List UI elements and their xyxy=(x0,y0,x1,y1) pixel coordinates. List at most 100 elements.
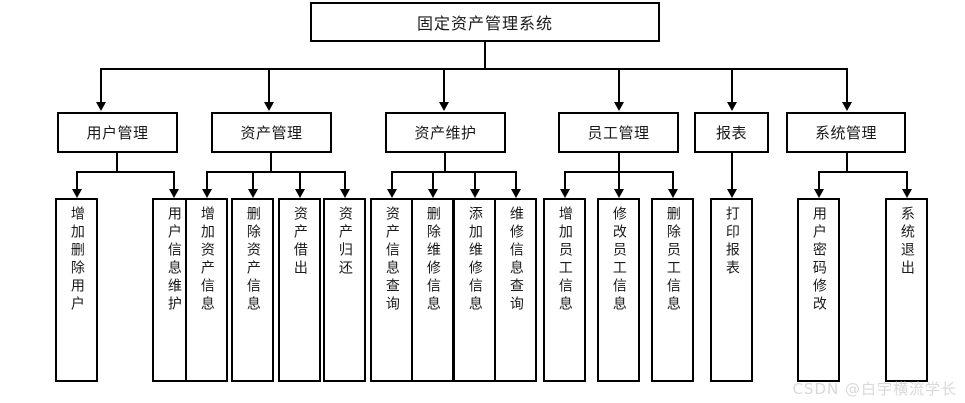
connector-maintain-child3 xyxy=(474,171,476,191)
connector-asset-child1 xyxy=(206,171,208,191)
connector-maintain-bus xyxy=(391,171,517,173)
connector-user-bus xyxy=(76,171,175,173)
leaf-modify-employee-info-label: 修改员工信息 xyxy=(610,206,627,314)
leaf-asset-info-query[interactable]: 资产信息查询 xyxy=(370,198,413,382)
connector-user-stem xyxy=(116,153,118,173)
arrow-report-child1 xyxy=(727,189,737,198)
leaf-add-repair-info-label: 添加维修信息 xyxy=(466,206,483,314)
leaf-repair-info-query-label: 维修信息查询 xyxy=(507,206,524,314)
leaf-delete-asset-info[interactable]: 删除资产信息 xyxy=(231,198,274,382)
arrow-system-child1 xyxy=(814,189,824,198)
node-employee-management-label: 员工管理 xyxy=(587,124,650,142)
leaf-print-report-label: 打印报表 xyxy=(723,206,740,278)
arrow-asset-child1 xyxy=(202,189,212,198)
leaf-modify-employee-info[interactable]: 修改员工信息 xyxy=(597,198,640,382)
arrow-employee-child1 xyxy=(560,189,570,198)
connector-root-to-user xyxy=(100,68,102,104)
connector-maintain-child1 xyxy=(391,171,393,191)
connector-root-to-report xyxy=(731,68,733,104)
connector-maintain-child2 xyxy=(432,171,434,191)
connector-root-to-system xyxy=(846,68,848,104)
arrow-employee-child2 xyxy=(614,189,624,198)
connector-root-to-asset xyxy=(268,68,270,104)
arrow-asset-child3 xyxy=(295,189,305,198)
connector-asset-stem xyxy=(270,153,272,173)
leaf-asset-lend[interactable]: 资产借出 xyxy=(278,198,321,382)
leaf-delete-employee-info[interactable]: 删除员工信息 xyxy=(651,198,694,382)
node-asset-maintenance-label: 资产维护 xyxy=(414,124,477,142)
connector-root-to-maintain xyxy=(443,68,445,104)
arrow-maintain-child4 xyxy=(511,189,521,198)
arrow-root-to-user xyxy=(96,102,106,111)
leaf-asset-info-query-label: 资产信息查询 xyxy=(383,206,400,314)
connector-system-child1 xyxy=(818,171,820,191)
leaf-add-asset-info[interactable]: 增加资产信息 xyxy=(185,198,228,382)
leaf-add-delete-user-label: 增加删除用户 xyxy=(68,206,85,314)
leaf-add-delete-user[interactable]: 增加删除用户 xyxy=(55,198,98,382)
connector-root-to-employee xyxy=(618,68,620,104)
arrow-maintain-child2 xyxy=(428,189,438,198)
connector-employee-child1 xyxy=(564,171,566,191)
leaf-delete-repair-info-label: 删除维修信息 xyxy=(424,206,441,314)
node-system-management[interactable]: 系统管理 xyxy=(786,112,906,153)
arrow-maintain-child3 xyxy=(470,189,480,198)
leaf-user-password-change-label: 用户密码修改 xyxy=(810,206,827,314)
connector-root-stem xyxy=(484,42,486,68)
connector-maintain-stem xyxy=(444,153,446,173)
node-asset-management-label: 资产管理 xyxy=(240,124,303,142)
connector-employee-child3 xyxy=(672,171,674,191)
leaf-add-employee-info-label: 增加员工信息 xyxy=(556,206,573,314)
node-system-management-label: 系统管理 xyxy=(814,124,877,142)
leaf-system-exit-label: 系统退出 xyxy=(898,206,915,278)
arrow-root-to-system xyxy=(842,102,852,111)
arrow-maintain-child1 xyxy=(387,189,397,198)
leaf-asset-lend-label: 资产借出 xyxy=(291,206,308,278)
leaf-asset-return-label: 资产归还 xyxy=(336,206,353,278)
leaf-delete-repair-info[interactable]: 删除维修信息 xyxy=(411,198,454,382)
connector-system-stem xyxy=(846,153,848,173)
node-asset-maintenance[interactable]: 资产维护 xyxy=(385,112,506,153)
connector-user-child2 xyxy=(173,171,175,191)
leaf-asset-return[interactable]: 资产归还 xyxy=(323,198,366,382)
node-user-management[interactable]: 用户管理 xyxy=(57,112,178,153)
arrow-root-to-report xyxy=(727,102,737,111)
leaf-add-asset-info-label: 增加资产信息 xyxy=(198,206,215,314)
connector-system-bus xyxy=(818,171,908,173)
arrow-asset-child4 xyxy=(340,189,350,198)
node-root-label: 固定资产管理系统 xyxy=(416,14,553,33)
node-report[interactable]: 报表 xyxy=(694,112,769,153)
node-asset-management[interactable]: 资产管理 xyxy=(211,112,332,153)
arrow-root-to-maintain xyxy=(439,102,449,111)
connector-employee-child2 xyxy=(618,171,620,191)
arrow-root-to-employee xyxy=(614,102,624,111)
leaf-add-employee-info[interactable]: 增加员工信息 xyxy=(543,198,586,382)
connector-asset-child4 xyxy=(344,171,346,191)
arrow-employee-child3 xyxy=(668,189,678,198)
node-employee-management[interactable]: 员工管理 xyxy=(558,112,679,153)
node-user-management-label: 用户管理 xyxy=(86,124,149,142)
leaf-delete-asset-info-label: 删除资产信息 xyxy=(244,206,261,314)
arrow-asset-child2 xyxy=(248,189,258,198)
leaf-delete-employee-info-label: 删除员工信息 xyxy=(664,206,681,314)
connector-maintain-child4 xyxy=(515,171,517,191)
arrow-user-child2 xyxy=(169,189,179,198)
arrow-system-child2 xyxy=(902,189,912,198)
leaf-user-info-maintenance-label: 用户信息维护 xyxy=(165,206,182,314)
leaf-user-password-change[interactable]: 用户密码修改 xyxy=(797,198,840,382)
arrow-user-child1 xyxy=(72,189,82,198)
watermark: CSDN @白宇横流学长 xyxy=(792,380,957,398)
node-report-label: 报表 xyxy=(715,124,747,142)
connector-root-bus xyxy=(100,68,848,70)
leaf-print-report[interactable]: 打印报表 xyxy=(710,198,753,382)
connector-user-child1 xyxy=(76,171,78,191)
leaf-repair-info-query[interactable]: 维修信息查询 xyxy=(494,198,537,382)
leaf-add-repair-info[interactable]: 添加维修信息 xyxy=(453,198,496,382)
node-root[interactable]: 固定资产管理系统 xyxy=(310,2,660,42)
connector-report-child1 xyxy=(731,153,733,191)
leaf-system-exit[interactable]: 系统退出 xyxy=(885,198,928,382)
connector-asset-child2 xyxy=(252,171,254,191)
connector-asset-child3 xyxy=(299,171,301,191)
arrow-root-to-asset xyxy=(264,102,274,111)
connector-asset-bus xyxy=(206,171,346,173)
